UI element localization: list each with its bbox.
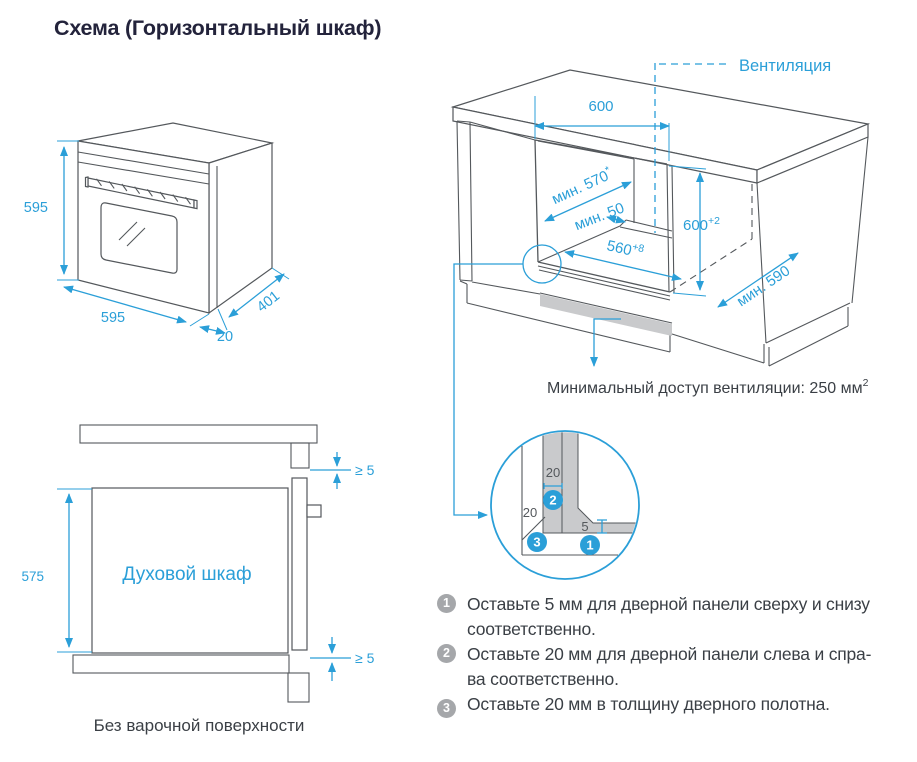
oven-door-window [100,202,178,274]
note-badge-3: 3 [437,699,456,718]
oven-dim-height: 595 [24,200,48,216]
vent-access-note: Минимальный доступ вентиляции: 250 мм2 [547,377,869,397]
cabinet-dim-depth-min: мин. 570* [548,164,615,208]
page-title: Схема (Горизонтальный шкаф) [54,16,382,40]
note-text: Оставьте 20 мм для дверной панели слева … [467,644,872,664]
svg-text:1: 1 [586,538,593,553]
detail-dim-width: 20 [546,465,560,480]
oven-niche-box [91,487,289,654]
niche-section-view: Духовой шкаф 575 ≥ 5 ≥ 5 Без варочной по… [21,424,375,735]
note-text: Оставьте 20 мм в толщину дверного полотн… [467,694,830,714]
oven-door-panel [291,477,308,651]
niche-dim-height: 575 [21,569,44,584]
note-badge-2: 2 [437,644,456,663]
window-shine [118,221,146,247]
door-frame-corner-bar [561,432,637,534]
niche-appliance-label: Духовой шкаф [122,564,251,585]
svg-text:2: 2 [549,493,556,508]
note-text: ва соответственно. [467,669,619,689]
corner-callout-circle [522,244,562,284]
door-handle-knob [306,504,322,518]
bottom-hatched-panel [72,654,290,674]
note-item: 2 Оставьте 20 мм для дверной панели слев… [437,642,911,692]
detail-dim-side: 20 [523,505,537,520]
niche-gap-bottom: ≥ 5 [355,650,375,666]
cabinet-cutaway-view: Вентиляция 600 мин. 570* мин. 50 600+2 5… [450,57,871,519]
note-text: соответственно. [467,619,596,639]
detail-dim-gap: 5 [581,519,588,534]
oven-dim-door: 20 [217,329,233,345]
oven-side-face [208,142,273,315]
hidden-edges [669,182,753,293]
detail-badge-1 [580,535,600,555]
oven-dim-depth: 401 [254,288,283,316]
cabinet-dim-opening-width: 600 [588,98,613,115]
niche-gap-top: ≥ 5 [355,462,375,478]
countertop-hatched-panel [79,424,318,444]
oven-dim-width: 595 [101,310,125,326]
ventilation-line [654,63,731,233]
svg-text:3: 3 [533,535,540,550]
detail-callout-view: 20 20 5 2 3 1 [490,430,640,580]
detail-badge-2 [543,490,563,510]
oven-handle [84,176,198,210]
vent-strip [540,294,672,336]
note-text: Оставьте 5 мм для дверной панели сверху … [467,594,870,614]
top-side-hatched-panel [290,442,310,469]
note-badge-1: 1 [437,594,456,613]
note-item: 3 Оставьте 20 мм в толщину дверного поло… [437,692,911,718]
cabinet-dim-inner-width: 560+8 [605,235,645,262]
ventilation-label: Вентиляция [739,57,831,75]
cabinet-dim-height: 600+2 [683,215,720,234]
detail-badge-3 [527,532,547,552]
vent-access-arrow [590,318,621,367]
notes-list: 1 Оставьте 5 мм для дверной панели сверх… [437,592,911,718]
note-item: 1 Оставьте 5 мм для дверной панели сверх… [437,592,911,642]
bottom-side-hatched-panel [287,672,310,703]
oven-isometric-view: 595 595 401 20 [24,122,290,345]
niche-caption: Без варочной поверхности [94,716,305,735]
detail-connector-arrow [453,263,523,519]
